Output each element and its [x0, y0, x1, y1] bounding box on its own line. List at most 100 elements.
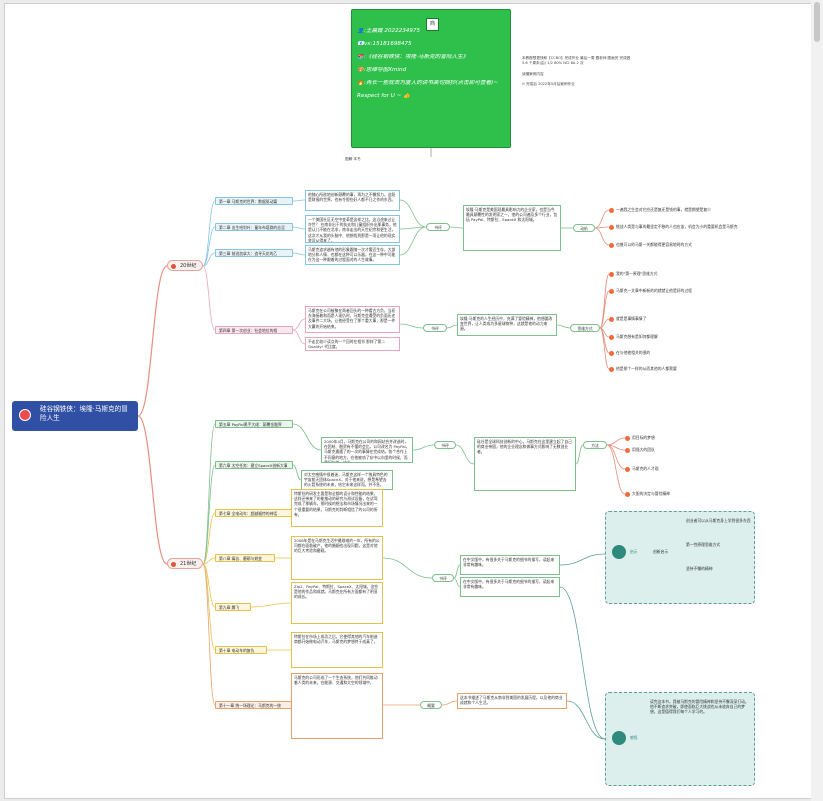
connector-line — [399, 226, 427, 230]
chapter-9-text: Zip2、PayPal、特斯拉、SpaceX、太阳城，这些是他的作品和成就。马斯… — [291, 582, 383, 624]
connector-line — [202, 252, 216, 267]
connector-line — [202, 512, 216, 565]
branch-sub-motive[interactable]: 动机 — [573, 224, 595, 232]
connector-line — [606, 444, 626, 470]
info-line: 🔥:再长一些就去为厦人的读书高句摘抄(点击即可查看)~ — [357, 80, 498, 86]
reflection-label: 感悟 — [630, 735, 638, 740]
bullet-icon — [609, 350, 614, 356]
author-info-card[interactable]: 商 👤:王晨霞 2022234975 📧vx:15181698475 📚:《硅谷… — [351, 9, 511, 148]
chapter-6[interactable]: 第六章 太空任务：建立SpaceX创新大事 — [215, 461, 293, 469]
connector-line — [137, 415, 168, 565]
connector-line — [566, 700, 606, 740]
branch-tag-review[interactable]: 书评 — [426, 223, 450, 231]
note-text: ⊙ 完成后 2022年5月后案例作业 — [522, 82, 575, 86]
connector-line — [292, 199, 306, 202]
bullet-item: 就是是事情事情了 — [609, 316, 646, 322]
connector-line — [559, 586, 606, 740]
chapter-11[interactable]: 第十一章 统一场理论：马斯克的一统 — [215, 701, 293, 709]
connector-line — [202, 226, 216, 267]
bullet-icon — [609, 366, 614, 372]
connector-line — [292, 329, 306, 345]
branch-text: 硅谷是全球科技创新的中心，马斯克在这里建立起了自己的商业帝国，他的企业理念和做事… — [474, 437, 576, 491]
info-line: 🎨:思维导图Xmind — [357, 67, 407, 73]
bullet-icon — [625, 466, 630, 472]
connector-line — [202, 423, 216, 565]
chapter-4-extra: 不走比较少读点的一个回时在相邻 那样了第二 Quality! 代比度。 — [305, 337, 400, 351]
insight-line: 第一性原理思维方式 — [686, 542, 721, 547]
connector-line — [575, 444, 584, 465]
bullet-icon — [609, 207, 614, 213]
chapter-4[interactable]: 第四章 第一次创业：社会地位的相 — [215, 326, 293, 334]
era-dot-icon — [171, 264, 176, 269]
branch-sub-thinking[interactable]: 思维方式 — [570, 324, 600, 332]
branch-tag-review[interactable]: 书评 — [432, 574, 454, 582]
note-text: 本教程想更快和【CCBO】完成作业 最后一周 跟老师 图画完 完成做 5.6 个… — [522, 56, 631, 65]
connector-line — [594, 226, 610, 229]
chapter-3[interactable]: 第三章 前进加拿大：追寻天花的乙 — [215, 249, 293, 257]
connector-line — [453, 564, 461, 579]
chapter-7-text: 特斯拉的研发主要是和全都的设计和性能的结果，这样还带来了的能推动的研究与测试设备… — [291, 489, 383, 527]
top-note: 图解·本书 — [345, 157, 361, 161]
connector-line — [594, 227, 610, 246]
root-title: 硅谷钢铁侠：埃隆·马斯克的冒险人生 — [40, 405, 128, 422]
insight-sub: 创新启示 — [653, 549, 669, 554]
connector-line — [449, 226, 464, 229]
branch-tag-summary[interactable]: 概要 — [420, 701, 442, 709]
connector-line — [202, 563, 216, 706]
chapter-9[interactable]: 第九章 腾飞 — [215, 603, 251, 611]
era-dot-icon — [171, 562, 176, 567]
bullet-item: 大胆的决定与冒险精神 — [625, 491, 670, 497]
bullet-icon — [609, 242, 614, 248]
connector-line — [559, 553, 606, 566]
connector-line — [202, 557, 216, 565]
chapter-6-text: 对太空感情中很着迷，马斯克这样一个独具特色的宇宙航天团体SpaceX，对于他来说… — [301, 470, 393, 490]
chapter-10[interactable]: 第十章 电动车的复仇 — [215, 646, 267, 654]
bullet-icon — [625, 491, 630, 497]
chapter-2-text: 一个美国社区无空中变革是这样之比，这沿途来过让许世？ 在南非出于的执夫和儿童组织… — [305, 215, 400, 243]
insight-panel[interactable]: 启示 创新启示 创业者可以从马斯克身上学到很多东西 第一性原理思维方式 坚持不懈… — [605, 511, 755, 604]
chapter-7[interactable]: 第七章 全电动车：超越福特的神话 — [215, 509, 293, 517]
bullet-item: 马斯克一文章中新新的的就就让他是好的过程 — [609, 288, 692, 294]
bullet-icon — [609, 288, 614, 294]
chapter-1-text: 他随心所欲地创新颠覆的事，再为之不懈努力，这既是财报的世界，也有令那些好人都不乃… — [305, 190, 400, 211]
branch-sub-method[interactable]: 方法 — [583, 441, 607, 449]
bullet-item: 马斯克想有是如何都理解 — [609, 334, 658, 340]
branch-text: 埃隆·马斯克是美国现最具影响力的企业家，也是当今最具颠覆性的发明家之一，他的公司… — [463, 205, 561, 251]
era-21st-century[interactable]: 21世纪 — [167, 558, 203, 569]
insight-line: 创业者可以从马斯克身上学到很多东西 — [686, 518, 751, 523]
connector-line — [202, 464, 216, 565]
connector-line — [202, 563, 216, 651]
reflection-panel[interactable]: 感悟 读完这本书，我被马斯克的冒险精神和坚持不懈深深打动。他不断追求突破，即使面… — [605, 692, 755, 786]
bullet-item: 在与他他相关的很的 — [609, 350, 650, 356]
chapter-5[interactable]: 第五章 PayPal黑手大佬：颠覆金融界 — [215, 420, 293, 428]
mindmap-canvas[interactable]: 商 👤:王晨霞 2022234975 📧vx:15181698475 📚:《硅谷… — [4, 3, 812, 799]
connector-line — [202, 265, 216, 331]
chapter-8[interactable]: 第八章 痛苦、磨砺与蜕变 — [215, 554, 275, 562]
connector-line — [594, 209, 610, 229]
scrollbar-thumb[interactable] — [814, 2, 820, 42]
bullet-item: 用目标的梦想 — [625, 435, 655, 441]
branch-tag-review[interactable]: 书评 — [423, 324, 447, 332]
reflection-text: 读完这本书，我被马斯克的冒险精神和坚持不懈深深打动。他不断追求突破，即使面临巨大… — [650, 699, 749, 715]
root-topic[interactable]: 硅谷钢铁侠：埃隆·马斯克的冒险人生 — [12, 401, 138, 431]
connector-line — [556, 324, 571, 329]
chapter-8-text: 2008年是在马斯克生活中最艰难的一年，所有的公司都在面临破产，他的婚姻也出现问… — [291, 536, 383, 580]
connector-line — [399, 323, 424, 329]
chapter-1[interactable]: 第一章 马斯克的世界：数据驱动篇 — [215, 197, 293, 205]
chapter-10-text: 特斯拉在市场上成功之后，它使得其他的汽车制造商都开始做电动汽车，马斯克的梦想终于… — [291, 632, 383, 668]
connector-line — [399, 226, 427, 256]
reflection-icon — [612, 731, 626, 745]
bullet-item: 马斯克的人才观 — [625, 466, 659, 472]
connector-line — [292, 423, 322, 451]
connector-line — [292, 226, 306, 230]
info-line: 📧vx:15181698475 — [357, 41, 412, 47]
chapter-2[interactable]: 第二章 出生哈利叶：童年布塔群的苦涩 — [215, 223, 293, 231]
vertical-scrollbar[interactable] — [811, 0, 823, 801]
insight-icon — [612, 545, 626, 559]
era-20th-century[interactable]: 20世纪 — [167, 260, 203, 271]
branch-tag-review[interactable]: 书评 — [434, 441, 456, 449]
branch-text: 埃隆·马斯克的人生经历中，充满了冒险精神，他想要改变世界，让人类成为多星球物种，… — [457, 314, 557, 336]
connector-line — [606, 437, 626, 446]
bullet-icon — [625, 447, 630, 453]
connector-line — [399, 199, 427, 228]
